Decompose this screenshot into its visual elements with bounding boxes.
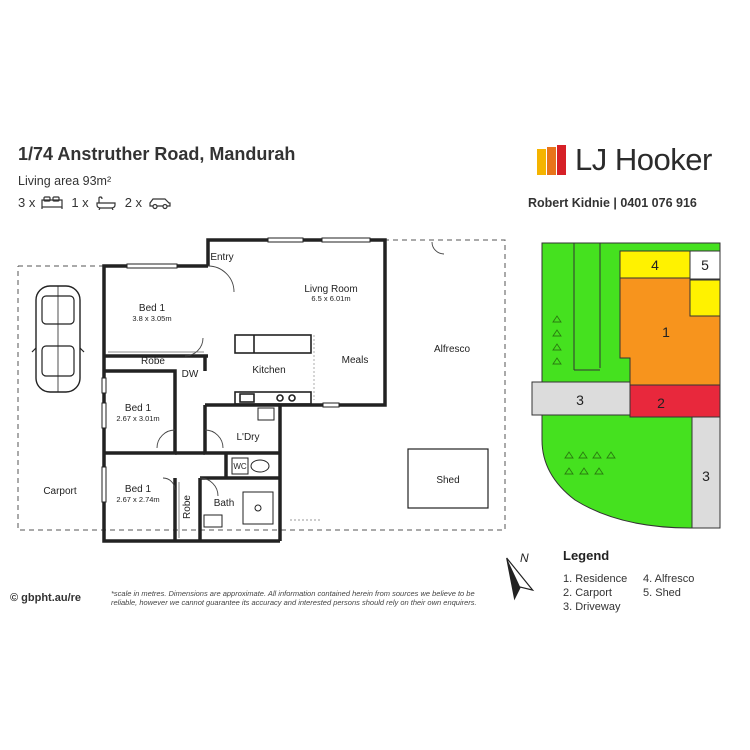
legend-item: 5. Shed xyxy=(643,587,681,599)
bathrooms-count: 1 x xyxy=(71,195,89,210)
legend-column-1: 1. Residence 2. Carport 3. Driveway xyxy=(563,572,627,614)
label-bed-3-size: 2.67 x 2.74m xyxy=(116,495,159,504)
site-label-shed: 5 xyxy=(701,257,709,273)
label-bed-2-size: 2.67 x 3.01m xyxy=(116,414,159,423)
brand-logo-icon xyxy=(537,145,566,175)
living-area: Living area 93m² xyxy=(18,174,112,188)
label-kitchen: Kitchen xyxy=(252,365,285,376)
bedrooms-count: 3 x xyxy=(18,195,36,210)
alfresco-side xyxy=(689,279,721,317)
driveway-vertical xyxy=(691,416,721,529)
label-laundry: L'Dry xyxy=(236,432,259,443)
label-robe-1: Robe xyxy=(141,356,165,367)
label-robe-2: Robe xyxy=(182,495,193,519)
car-icon xyxy=(31,285,85,393)
label-bed-2: Bed 1 xyxy=(125,403,152,414)
label-carport: Carport xyxy=(43,486,77,497)
label-bed-3: Bed 1 xyxy=(125,484,152,495)
label-entry: Entry xyxy=(210,252,233,263)
shed-block xyxy=(689,250,721,280)
bath-icon xyxy=(96,195,116,210)
car-icon xyxy=(149,197,171,209)
legend-item: 3. Driveway xyxy=(563,601,621,613)
north-arrow-icon: N xyxy=(506,551,535,601)
label-living-room: Livng Room xyxy=(304,284,357,295)
carport-block xyxy=(629,384,721,418)
label-bed-main: Bed 1 xyxy=(139,303,166,314)
north-label: N xyxy=(520,551,529,565)
disclaimer-text: *scale in metres. Dimensions are approxi… xyxy=(111,589,477,607)
property-address: 1/74 Anstruther Road, Mandurah xyxy=(18,144,296,164)
driveway-horizontal xyxy=(531,381,631,416)
legend-item: 2. Carport xyxy=(563,587,612,599)
brand-logo: LJ Hooker xyxy=(537,142,712,178)
label-meals: Meals xyxy=(342,355,369,366)
site-label-driveway-1: 3 xyxy=(576,392,584,408)
features-row: 3 x 1 x 2 x xyxy=(18,195,180,210)
legend-item: 4. Alfresco xyxy=(643,573,695,585)
label-living-room-size: 6.5 x 6.01m xyxy=(311,294,350,303)
site-label-residence: 1 xyxy=(662,324,670,340)
label-shed: Shed xyxy=(436,475,459,486)
copyright-text: © gbpht.au/re xyxy=(10,592,82,604)
legend-title: Legend xyxy=(563,548,610,563)
agent-contact: Robert Kidnie | 0401 076 916 xyxy=(528,196,697,210)
site-plan: 1 2 3 3 4 5 xyxy=(531,242,721,529)
site-label-carport: 2 xyxy=(657,395,665,411)
label-bed-main-size: 3.8 x 3.05m xyxy=(132,314,171,323)
shed-structure xyxy=(407,448,489,509)
label-alfresco: Alfresco xyxy=(434,344,471,355)
brand-name: LJ Hooker xyxy=(575,142,712,177)
label-wc: WC xyxy=(233,462,247,471)
legend-column-2: 4. Alfresco 5. Shed xyxy=(643,572,694,600)
bed-icon xyxy=(41,195,63,209)
cars-count: 2 x xyxy=(124,195,143,210)
floor-plan: Entry Livng Room 6.5 x 6.01m Bed 1 3.8 x… xyxy=(17,237,506,543)
label-dw: DW xyxy=(182,369,199,380)
legend-item: 1. Residence xyxy=(563,573,628,585)
site-label-alfresco: 4 xyxy=(651,257,659,273)
label-bath: Bath xyxy=(214,498,235,509)
site-label-driveway-2: 3 xyxy=(702,468,710,484)
